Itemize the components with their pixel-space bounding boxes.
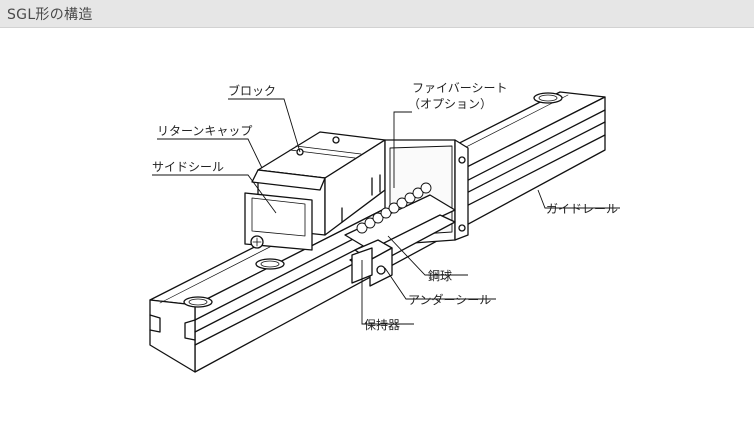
leader-fiber-sheet [393, 111, 412, 188]
steel-balls [356, 182, 432, 234]
block-tap-hole [332, 136, 340, 144]
return-cap [251, 169, 326, 191]
label-fiber-sheet-option: （オプション） [408, 97, 492, 111]
label-block: ブロック [228, 83, 276, 98]
header-bar: SGL形の構造 [0, 0, 754, 28]
leader-guide-rail [537, 189, 620, 209]
side-seal [244, 192, 313, 251]
leader-side-seal [152, 174, 277, 214]
leader-steel-ball [387, 235, 468, 276]
leader-retainer [361, 260, 414, 325]
leader-return-cap [157, 138, 263, 169]
label-side-seal: サイドシール [152, 160, 224, 174]
block-assembly [244, 131, 469, 287]
leader-under-seal [384, 267, 496, 300]
page-title: SGL形の構造 [7, 7, 93, 23]
label-retainer: 保持器 [364, 317, 400, 332]
label-under-seal: アンダーシール [408, 292, 491, 307]
label-steel-ball: 鋼球 [428, 269, 452, 283]
label-fiber-sheet: ファイバーシート [412, 81, 508, 95]
rail-end-face [149, 299, 196, 373]
label-return-cap: リターンキャップ [157, 124, 252, 138]
label-guide-rail: ガイドレール [546, 202, 618, 216]
leader-block [228, 98, 301, 153]
